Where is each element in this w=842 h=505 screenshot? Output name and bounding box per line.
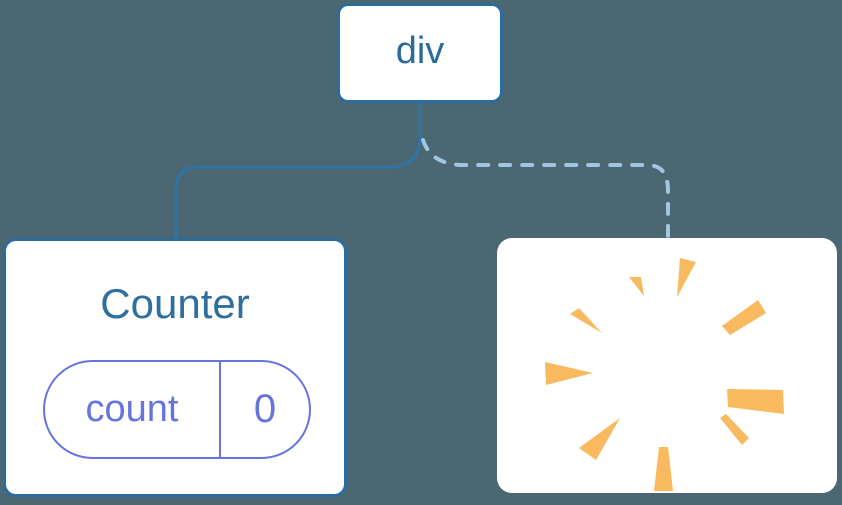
solid-edge [174, 102, 422, 240]
component-title: Counter [100, 280, 250, 327]
poof-icon [545, 258, 784, 491]
state-key: count [85, 388, 179, 430]
dashed-edge [421, 138, 670, 238]
pill-divider [219, 362, 221, 457]
root-node-label: div [395, 30, 445, 72]
state-pill: count 0 [43, 360, 311, 459]
counter-component-card: Counter count 0 [3, 238, 347, 497]
state-value: 0 [253, 387, 277, 431]
tree-root-node: div [337, 3, 503, 103]
removed-component-card [497, 238, 837, 493]
